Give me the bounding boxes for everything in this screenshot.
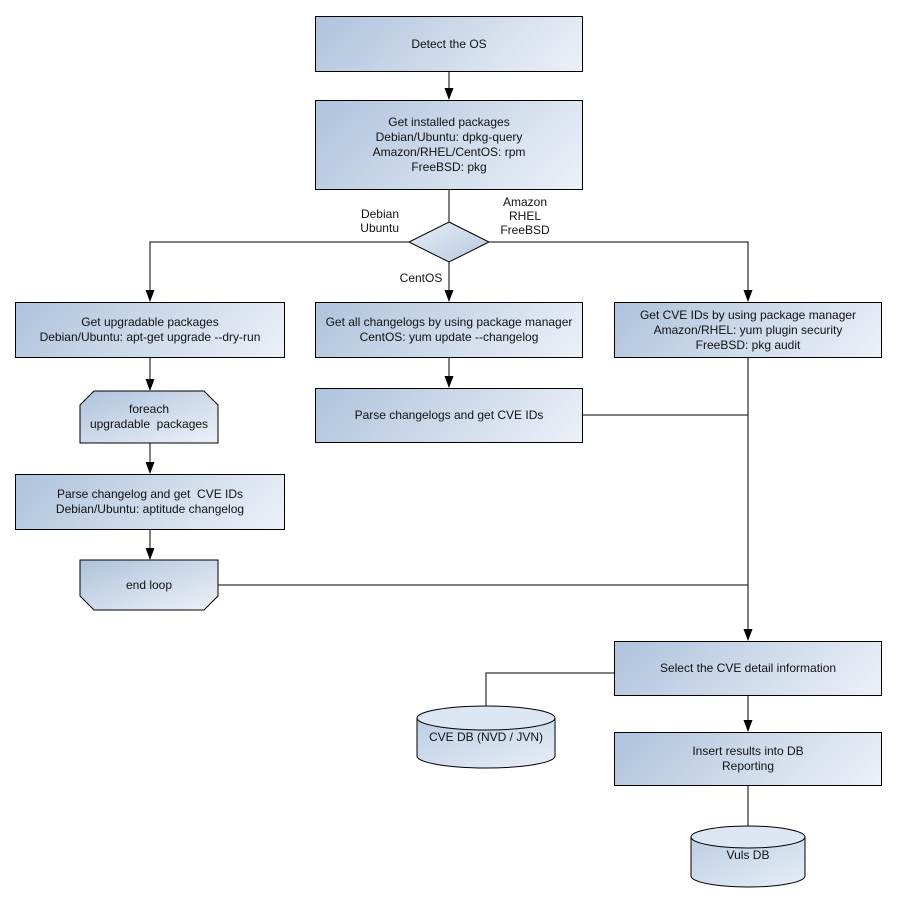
node-select-cve-detail: Select the CVE detail information (614, 641, 882, 696)
node-get-upgradable-packages: Get upgradable packages Debian/Ubuntu: a… (15, 302, 285, 358)
node-get-all-changelogs: Get all changelogs by using package mana… (315, 302, 583, 358)
node-insert-results: Insert results into DB Reporting (614, 732, 882, 786)
foreach-loop-shape (79, 390, 219, 444)
node-get-installed-packages: Get installed packages Debian/Ubuntu: dp… (315, 100, 583, 190)
cve-db-cylinder (416, 705, 556, 769)
edge-label-amazon-rhel-freebsd: Amazon RHEL FreeBSD (500, 195, 550, 237)
vuls-db-cylinder-top (690, 825, 806, 849)
vuls-db-cylinder-body (690, 837, 806, 888)
end-loop-shape (79, 559, 219, 611)
connector-decision-to-upgradable (145, 241, 409, 302)
os-decision-diamond (407, 221, 491, 263)
cve-db-cylinder-top (416, 705, 556, 731)
node-parse-changelog-debian: Parse changelog and get CVE IDs Debian/U… (15, 474, 285, 530)
connector-decision-to-cveids (489, 241, 753, 302)
node-detect-os: Detect the OS (315, 16, 583, 72)
cve-db-cylinder-body (416, 718, 556, 769)
node-get-cve-ids-pkg-manager: Get CVE IDs by using package manager Ama… (614, 302, 882, 358)
connector-select-to-cvedb (485, 672, 614, 706)
edge-label-debian-ubuntu: Debian Ubuntu (360, 207, 399, 235)
edge-label-centos: CentOS (399, 271, 443, 285)
node-parse-changelogs-centos: Parse changelogs and get CVE IDs (315, 388, 583, 443)
vuls-db-cylinder (690, 825, 806, 888)
